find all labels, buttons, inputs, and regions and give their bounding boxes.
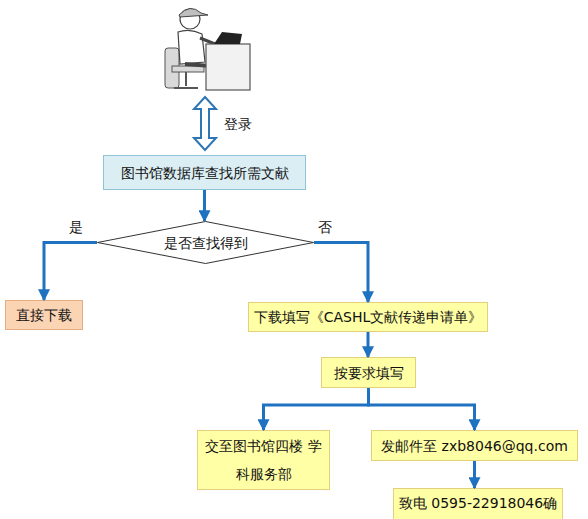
flow-arrow	[367, 332, 370, 357]
flow-arrow	[203, 190, 206, 221]
flow-arrow	[264, 388, 369, 430]
node-text: 交至图书馆四楼 学科服务部	[198, 432, 329, 488]
double-arrow	[194, 97, 216, 150]
process-box: 下载填写《CASHL文献传递申请单》	[248, 302, 488, 332]
process-box: 致电 0595-22918046确认	[393, 488, 563, 519]
chair-leg	[185, 72, 187, 86]
flow-arrow	[44, 243, 97, 301]
diamond-shape	[98, 222, 314, 264]
node-text: 是否查找得到	[160, 229, 252, 257]
node-text: 图书馆数据库查找所需文献	[117, 159, 293, 187]
node-text: 致电 0595-22918046确认	[394, 489, 562, 519]
node-text: 发邮件至 zxb8046@qq.com	[377, 432, 572, 460]
node-text: 按要求填写	[330, 359, 408, 387]
decision-diamond: 是否查找得到	[97, 221, 314, 264]
process-box: 图书馆数据库查找所需文献	[103, 155, 306, 190]
person-body	[178, 30, 205, 64]
flow-arrow	[369, 388, 475, 430]
person-at-computer	[165, 8, 250, 90]
computer-monitor	[214, 32, 242, 44]
chair-foot	[174, 87, 198, 89]
edge-label: 是	[69, 219, 83, 237]
process-box: 交至图书馆四楼 学科服务部	[197, 430, 330, 490]
desk	[206, 44, 250, 90]
process-box: 直接下载	[5, 300, 83, 330]
edge-label: 否	[318, 219, 332, 237]
connector-label: 登录	[224, 116, 252, 134]
flow-arrow	[473, 461, 476, 488]
node-text: 直接下载	[12, 301, 76, 329]
process-box: 发邮件至 zxb8046@qq.com	[371, 430, 578, 461]
person-cap	[179, 8, 208, 17]
flow-arrow	[314, 243, 368, 303]
node-text: 下载填写《CASHL文献传递申请单》	[250, 303, 487, 331]
process-box: 按要求填写	[321, 357, 416, 388]
